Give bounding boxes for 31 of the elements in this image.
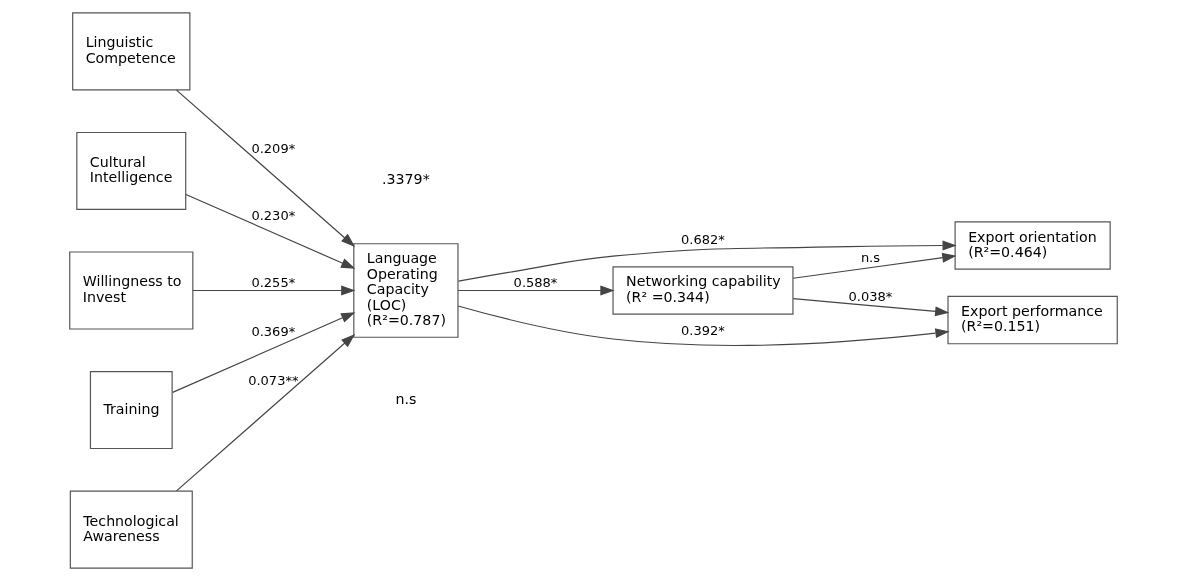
node-box: Linguistic Competence: [72, 12, 191, 91]
edge-label: 0.588*: [513, 274, 558, 290]
arrow: [792, 252, 957, 279]
arrow: [457, 305, 950, 346]
arrow: [792, 297, 950, 317]
node-box: Export orientation (R²=0.464): [954, 221, 1111, 270]
edge-label: 0.073**: [248, 372, 299, 388]
edge-label: 0.038*: [848, 288, 893, 304]
arrow: [185, 193, 356, 269]
edge-label: 0.209*: [251, 140, 296, 156]
arrow: [457, 285, 615, 296]
arrow: [175, 334, 356, 492]
arrow: [175, 89, 356, 247]
edge-label: 0.230*: [251, 208, 296, 224]
edge-label: n.s: [860, 249, 881, 265]
node-box: Export performance (R²=0.151): [947, 295, 1118, 345]
label: .3379*: [382, 171, 430, 188]
node-box: Willingness to Invest: [69, 251, 194, 330]
node-box: Technological Awareness: [69, 490, 193, 569]
edge-label: 0.369*: [251, 324, 296, 340]
edge-label: 0.392*: [681, 323, 725, 339]
edge-label: 0.255*: [251, 274, 296, 290]
edge-label: 0.682*: [681, 232, 725, 248]
arrow: [172, 312, 356, 393]
label: n.s: [395, 391, 417, 408]
node-box: Training: [89, 371, 173, 450]
arrow: [192, 285, 356, 296]
node-box: Language Operating Capacity (LOC) (R²=0.787): [353, 243, 459, 338]
arrow: [457, 240, 957, 282]
node-box: Cultural Intelligence: [76, 131, 187, 210]
node-box: Networking capability (R² =0.344): [612, 266, 794, 315]
